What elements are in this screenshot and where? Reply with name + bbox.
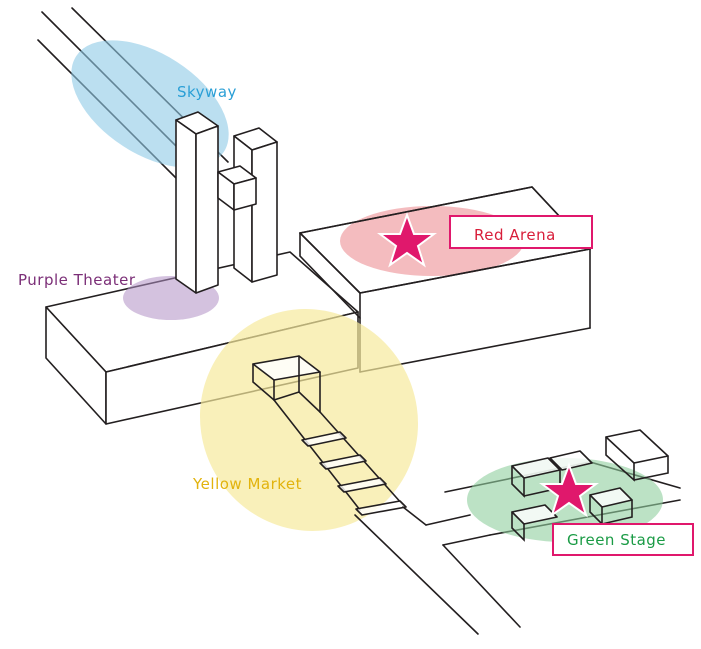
red-arena-label: Red Arena: [474, 226, 556, 244]
yellow-market-label: Yellow Market: [192, 475, 302, 493]
red-arena-label-box: [449, 215, 593, 249]
green-stage-star-icon[interactable]: [539, 462, 599, 518]
red-arena-star-icon[interactable]: [377, 212, 437, 268]
skyway-label: Skyway: [177, 83, 237, 101]
skyway-zone[interactable]: [49, 14, 251, 194]
green-stage-stalls: [511, 429, 669, 542]
green-stage-label: Green Stage: [567, 531, 666, 549]
skyway-towers: [175, 111, 278, 294]
purple-theater-label: Purple Theater: [18, 271, 136, 289]
green-stage-label-box: [552, 523, 694, 556]
market-structure: [252, 355, 407, 516]
